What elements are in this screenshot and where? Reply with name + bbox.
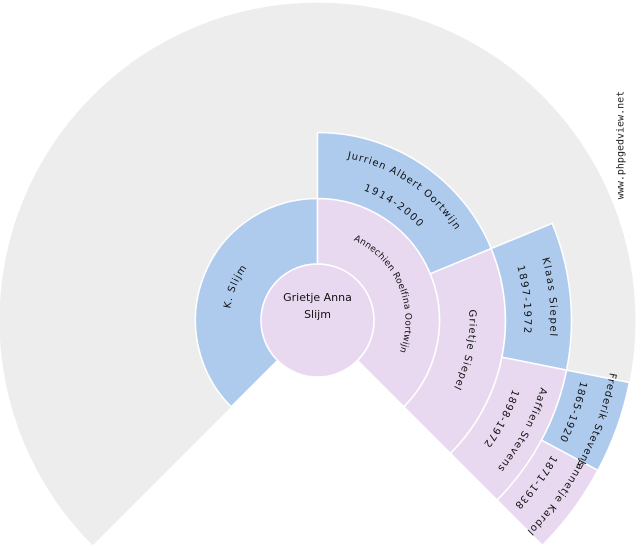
fan-center-person-circle[interactable] [260,263,375,378]
fan-segment-great-great-grandmother[interactable] [496,439,599,547]
center-person-name-line2: Slijm [304,308,331,321]
center-person-name-line1: Grietje Anna [283,291,352,304]
phpgedview-watermark: www.phpgedview.net [615,90,627,200]
